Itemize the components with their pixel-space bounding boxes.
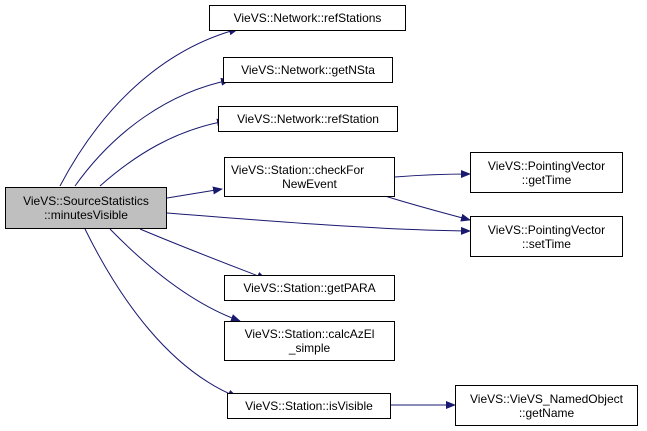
edge-root-to-refStations	[59, 27, 239, 187]
node-label: VieVS::Network::refStation	[237, 112, 379, 126]
node-network-getnsta[interactable]: VieVS::Network::getNSta	[223, 57, 393, 83]
node-station-checkfornewevent[interactable]: VieVS::Station::checkFor NewEvent	[224, 157, 395, 197]
node-source-statistics-minutes-visible[interactable]: VieVS::SourceStatistics ::minutesVisible	[5, 187, 167, 229]
node-label: VieVS::Station::isVisible	[245, 399, 373, 413]
node-label-line1: VieVS::PointingVector	[487, 158, 606, 173]
edge-root-to-checkForNewEvent	[166, 186, 223, 199]
edge-root-to-calcAzEl	[109, 228, 241, 322]
node-label-line2: ::getName	[518, 405, 575, 420]
node-label-line2: NewEvent	[282, 177, 337, 191]
node-label-line2: ::minutesVisible	[44, 208, 128, 222]
edge-root-to-getPARA	[139, 228, 267, 280]
node-label-line1: VieVS::SourceStatistics	[23, 194, 149, 208]
node-label-line1: VieVS::Station::calcAzEl	[244, 327, 375, 341]
node-station-calcazel-simple[interactable]: VieVS::Station::calcAzEl _simple	[224, 321, 395, 361]
node-label-line2: ::setTime	[522, 236, 571, 251]
edge-root-to-isVisible	[84, 228, 238, 398]
node-namedobject-getname[interactable]: VieVS::VieVS_NamedObject ::getName	[455, 385, 638, 426]
node-label: VieVS::Network::getNSta	[241, 63, 375, 77]
node-network-refstations[interactable]: VieVS::Network::refStations	[209, 5, 406, 31]
node-label-line2: _simple	[288, 341, 331, 355]
node-network-refstation[interactable]: VieVS::Network::refStation	[218, 106, 398, 132]
node-station-isvisible[interactable]: VieVS::Station::isVisible	[227, 393, 391, 419]
node-label: VieVS::Station::getPARA	[243, 281, 376, 295]
node-label-line1: VieVS::VieVS_NamedObject	[470, 391, 623, 406]
edge-root-to-pvSetTime	[166, 212, 471, 235]
edge-checkForNewEvent-to-pvSetTime	[384, 195, 471, 222]
node-label: VieVS::Network::refStations	[233, 11, 382, 25]
node-label-line1: VieVS::Station::checkFor	[231, 163, 365, 177]
node-pointingvector-settime[interactable]: VieVS::PointingVector ::setTime	[470, 216, 623, 257]
edge-root-to-refStation	[99, 118, 227, 187]
edge-checkForNewEvent-to-pvGetTime	[394, 170, 471, 179]
node-label-line2: ::getTime	[521, 172, 572, 187]
edge-root-to-getNSta	[74, 77, 231, 187]
node-label-line1: VieVS::PointingVector	[487, 222, 606, 237]
node-station-getpara[interactable]: VieVS::Station::getPARA	[224, 275, 395, 301]
node-pointingvector-gettime[interactable]: VieVS::PointingVector ::getTime	[470, 152, 623, 193]
